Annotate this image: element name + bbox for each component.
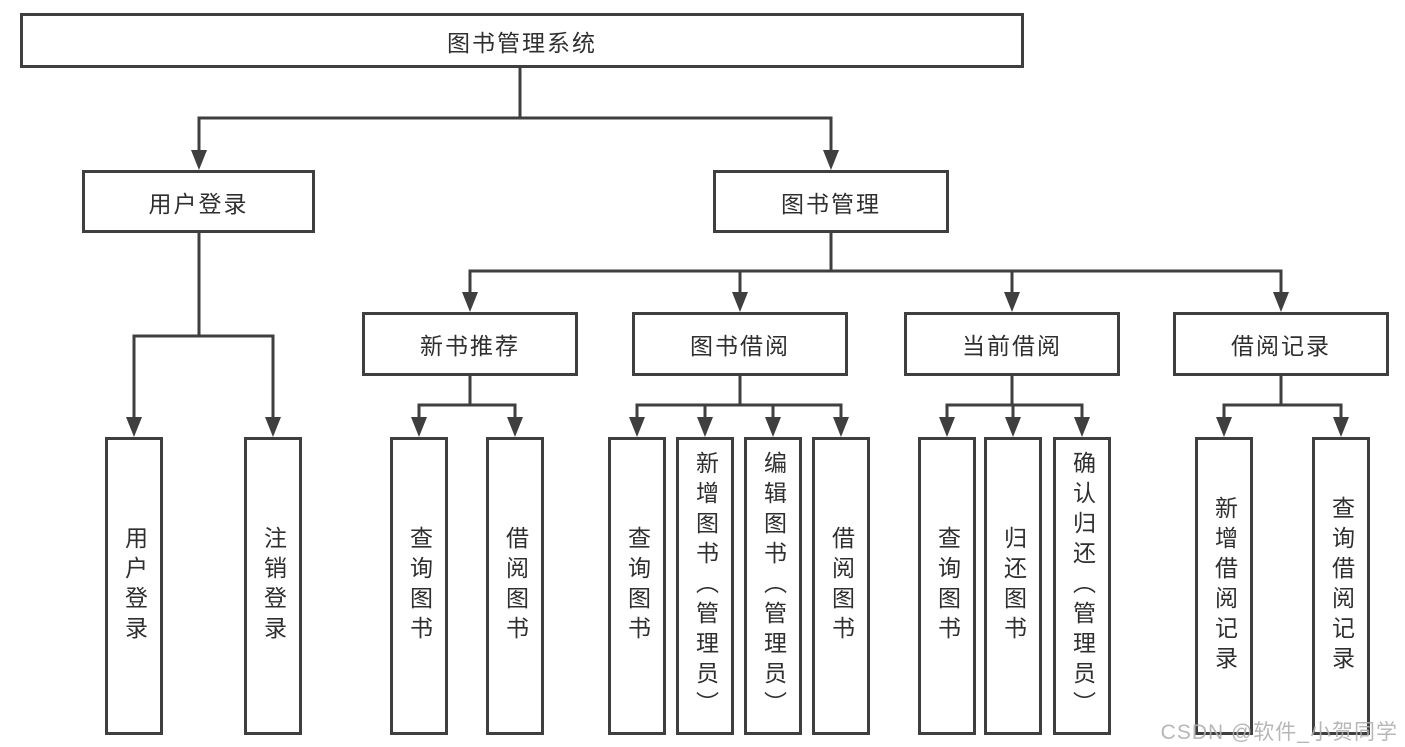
arrowhead-icon: [411, 417, 427, 437]
leaf-add-borrow-record: 新增借阅记录: [1195, 437, 1253, 735]
arrowhead-icon: [265, 417, 281, 437]
arrowhead-icon: [1216, 417, 1232, 437]
node-new-book-recommendation: 新书推荐: [362, 312, 578, 376]
arrowhead-icon: [833, 417, 849, 437]
leaf-query-books-recommend: 查询图书: [390, 437, 448, 735]
arrowhead-icon: [191, 150, 207, 170]
leaf-borrow-books-borrow: 借阅图书: [812, 437, 870, 735]
node-borrowing-records: 借阅记录: [1173, 312, 1389, 376]
leaf-add-book-admin: 新增图书（管理员）: [676, 437, 734, 735]
arrowhead-icon: [629, 417, 645, 437]
node-book-borrowing: 图书借阅: [632, 312, 848, 376]
arrowhead-icon: [1004, 292, 1020, 312]
leaf-query-books-borrow: 查询图书: [608, 437, 666, 735]
arrowhead-icon: [1074, 417, 1090, 437]
leaf-borrow-books-recommend: 借阅图书: [486, 437, 544, 735]
arrowhead-icon: [1273, 292, 1289, 312]
leaf-logout: 注销登录: [244, 437, 302, 735]
arrowhead-icon: [697, 417, 713, 437]
leaf-user-login: 用户登录: [105, 437, 163, 735]
leaf-confirm-return-admin: 确认归还（管理员）: [1053, 437, 1111, 735]
arrowhead-icon: [732, 292, 748, 312]
node-user-login: 用户登录: [82, 170, 315, 233]
watermark-text: CSDN @软件_小贺同学: [1160, 721, 1398, 744]
arrowhead-icon: [462, 292, 478, 312]
arrowhead-icon: [765, 417, 781, 437]
arrowhead-icon: [126, 417, 142, 437]
leaf-return-book: 归还图书: [984, 437, 1042, 735]
arrowhead-icon: [1333, 417, 1349, 437]
node-book-management: 图书管理: [713, 170, 949, 233]
arrowhead-icon: [939, 417, 955, 437]
node-library-management-system: 图书管理系统: [20, 13, 1024, 68]
leaf-query-borrow-record: 查询借阅记录: [1312, 437, 1370, 735]
node-current-borrowing: 当前借阅: [904, 312, 1120, 376]
arrowhead-icon: [823, 150, 839, 170]
arrowhead-icon: [507, 417, 523, 437]
arrowhead-icon: [1005, 417, 1021, 437]
leaf-edit-book-admin: 编辑图书（管理员）: [744, 437, 802, 735]
leaf-query-books-current: 查询图书: [918, 437, 976, 735]
